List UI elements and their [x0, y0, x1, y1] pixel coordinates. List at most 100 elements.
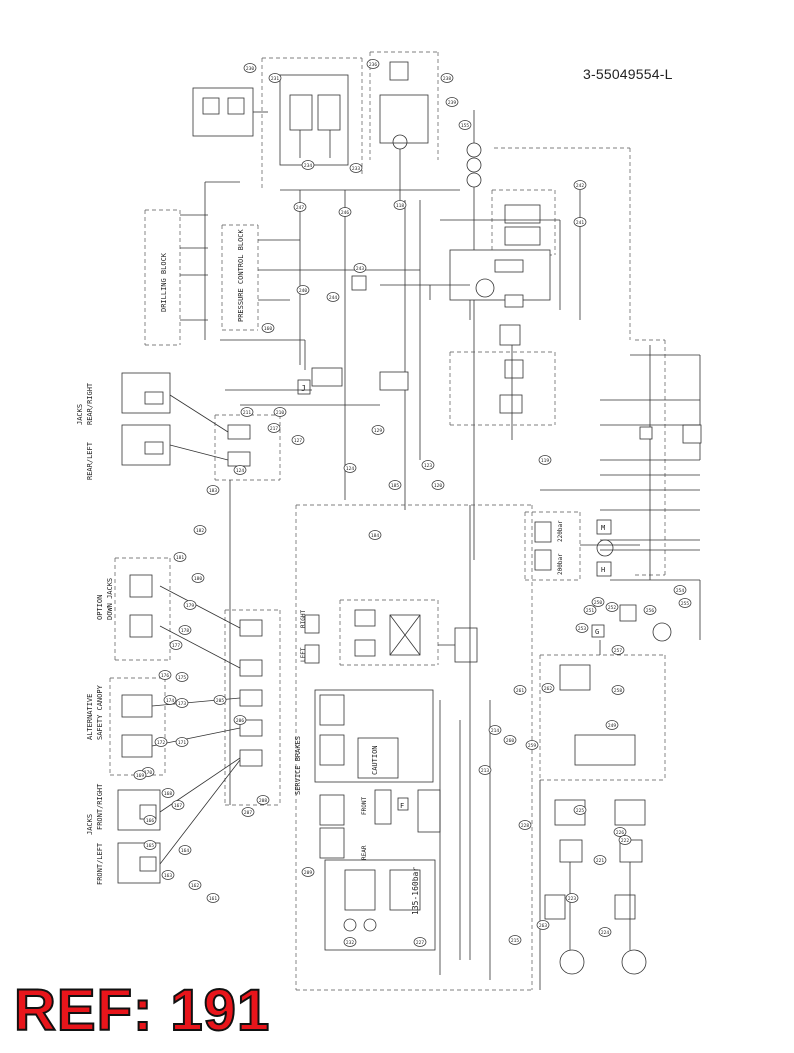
reference-bubble	[273, 407, 287, 417]
top-option-block	[192, 57, 363, 190]
reference-bubble-label: 257	[614, 648, 622, 654]
reference-bubble-label: 118	[396, 203, 404, 209]
reference-bubble-label: 129	[374, 428, 382, 434]
reference-bubble-label: 228	[521, 823, 529, 829]
reference-bubble-label: 164	[181, 848, 189, 854]
reference-bubble-label: 232	[346, 940, 354, 946]
reference-bubble-label: 127	[294, 438, 302, 444]
reference-bubble	[413, 937, 427, 947]
reference-bubble-label: 215	[511, 938, 519, 944]
reference-bubble-label: 217	[270, 426, 278, 432]
reference-bubble-label: 166	[146, 818, 154, 824]
label-g: G	[595, 628, 599, 636]
reference-bubble-label: 205	[216, 698, 224, 704]
reference-bubble-label: 123	[424, 463, 432, 469]
reference-bubble	[241, 807, 255, 817]
drilling-block: DRILLING BLOCK	[144, 209, 208, 346]
safety-canopy-label: SAFETY CANOPY	[96, 684, 104, 740]
label-m: M	[601, 524, 605, 532]
reference-bubble	[171, 800, 185, 810]
option-block-right	[449, 324, 556, 440]
reference-bubble-label: 176	[161, 673, 169, 679]
label-h: H	[601, 566, 605, 574]
reference-bubble	[508, 935, 522, 945]
pressure-control-label: PRESSURE CONTROL BLOCK	[237, 228, 245, 322]
reference-bubble-label: 224	[601, 930, 609, 936]
reference-bubble	[163, 695, 177, 705]
reference-bubble	[158, 670, 172, 680]
reference-bubble	[175, 737, 189, 747]
reference-bubble-label: 263	[539, 923, 547, 929]
reference-bubble	[293, 202, 307, 212]
reference-bubble	[296, 285, 310, 295]
reference-bubble-label: 184	[371, 533, 379, 539]
reference-bubble-label: 240	[299, 288, 307, 294]
reference-bubble-label: 251	[586, 608, 594, 614]
reference-bubble	[349, 163, 363, 173]
reference-bubble	[206, 893, 220, 903]
reference-bubble-label: 234	[304, 163, 312, 169]
reference-bubble-label: 182	[196, 528, 204, 534]
reference-bubble-label: 214	[491, 728, 499, 734]
reference-bubble-label: 170	[144, 770, 152, 776]
reference-bubble	[143, 815, 157, 825]
manifold-j: J	[225, 367, 409, 406]
reference-bubble	[291, 435, 305, 445]
reference-bubble-label: 185	[391, 483, 399, 489]
reference-bubble-label: 246	[341, 210, 349, 216]
jacks-front-label: JACKS	[86, 814, 94, 835]
reference-bubble	[178, 845, 192, 855]
reference-bubble-label: 169	[136, 773, 144, 779]
reference-bubbles: 2302312362382392342332472461182422412402…	[133, 59, 692, 947]
reference-bubble	[343, 937, 357, 947]
reference-bubble-label: 178	[181, 628, 189, 634]
reference-bubble	[206, 485, 220, 495]
reference-bubble	[261, 323, 275, 333]
safety-canopy: ALTERNATIVE SAFETY CANOPY	[86, 677, 166, 776]
rear-left-label: REAR/LEFT	[86, 441, 94, 480]
reference-bubble-label: 206	[236, 718, 244, 724]
reference-bubble-label: 210	[276, 410, 284, 416]
alternative-label: ALTERNATIVE	[86, 694, 94, 740]
down-jacks-label: DOWN JACKS	[106, 578, 114, 620]
reference-bubble-label: 124	[346, 466, 354, 472]
reference-bubble	[256, 795, 270, 805]
reference-bubble	[440, 73, 454, 83]
rear-right-label: REAR/RIGHT	[86, 382, 94, 425]
reference-bubble-label: 247	[296, 205, 304, 211]
manifold-j-label: J	[301, 384, 306, 393]
reference-bubble-label: 120	[434, 483, 442, 489]
reference-bubble	[243, 63, 257, 73]
reference-bubble-label: 180	[194, 576, 202, 582]
reference-bubble-label: 161	[209, 896, 217, 902]
reference-bubble	[618, 835, 632, 845]
rear-label: REAR	[361, 845, 368, 860]
reference-bubble-label: 168	[164, 791, 172, 797]
reference-bubble-label: 241	[576, 220, 584, 226]
front-left-label: FRONT/LEFT	[96, 842, 104, 885]
reference-bubble-label: 256	[646, 608, 654, 614]
right-valve-block	[449, 189, 556, 320]
reference-bubble	[169, 640, 183, 650]
reference-bubble-label: 250	[594, 600, 602, 606]
reference-bubble	[338, 207, 352, 217]
filter-block-right	[540, 339, 702, 580]
reference-bubble-label: 254	[676, 588, 684, 594]
reference-bubble	[673, 585, 687, 595]
reference-bubble	[175, 672, 189, 682]
motor-block: 220bar 200bar M H G	[524, 511, 701, 642]
reference-bubble	[301, 160, 315, 170]
reference-bubble	[605, 602, 619, 612]
reference-bubble	[513, 685, 527, 695]
reference-bubble	[301, 867, 315, 877]
down-jacks: OPTION DOWN JACKS	[96, 557, 171, 661]
reference-bubble-label: 183	[209, 488, 217, 494]
reference-bubble-label: 165	[146, 843, 154, 849]
reference-bubble-label: 171	[178, 740, 186, 746]
reference-bubble	[267, 423, 281, 433]
left-label: LEFT	[300, 647, 307, 662]
reference-bubble	[133, 770, 147, 780]
reference-bubble	[573, 805, 587, 815]
reference-bubble-label: 175	[178, 675, 186, 681]
pump-stack	[466, 110, 631, 560]
